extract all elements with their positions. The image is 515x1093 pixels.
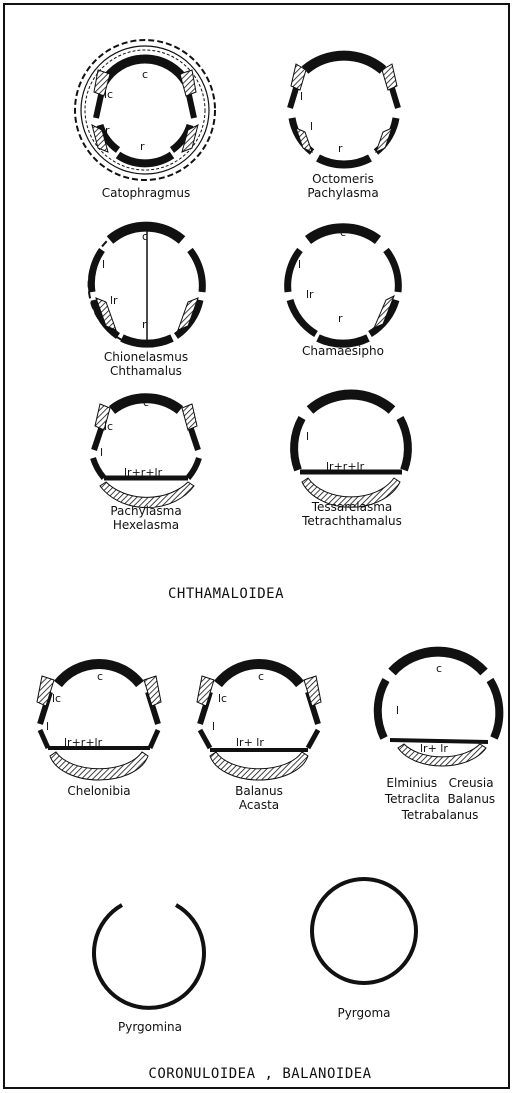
svg-text:l: l xyxy=(310,120,313,133)
plate-label-lr: lr xyxy=(102,124,110,137)
svg-text:lc: lc xyxy=(52,692,61,705)
diagram-tessarelasma: c l lr+r+lr xyxy=(294,386,408,507)
plate-label-c: c xyxy=(142,68,148,81)
figure-name: Balanus xyxy=(235,784,283,798)
svg-text:c: c xyxy=(258,670,264,683)
svg-text:lr+r+lr: lr+r+lr xyxy=(326,460,365,473)
svg-text:l: l xyxy=(306,430,309,443)
svg-text:c: c xyxy=(97,670,103,683)
svg-text:c: c xyxy=(143,396,149,409)
figure-name: Tetrabalanus xyxy=(402,808,479,822)
figure-name: Tessarelasma xyxy=(312,500,393,514)
figure-name: Chionelasmus xyxy=(104,350,188,364)
svg-text:c: c xyxy=(340,226,346,239)
plate-label-lr-r-lr: lr+r+lr xyxy=(124,466,163,479)
svg-text:l: l xyxy=(396,704,399,717)
svg-text:lr: lr xyxy=(110,294,118,307)
figure-name: Tetrachthamalus xyxy=(302,514,402,528)
svg-text:r: r xyxy=(142,318,147,331)
diagram-balanus: c lc l lr+ lr xyxy=(197,664,321,780)
svg-text:l: l xyxy=(298,258,301,271)
section-label-coronuloidea-balanoidea: CORONULOIDEA , BALANOIDEA xyxy=(148,1066,371,1082)
figure-name: Pyrgomina xyxy=(118,1020,182,1034)
svg-text:l: l xyxy=(212,720,215,733)
svg-text:lr: lr xyxy=(306,288,314,301)
figure-name: Pachylasma xyxy=(307,186,378,200)
plate-label-r: r xyxy=(338,142,343,155)
svg-text:lr+ lr: lr+ lr xyxy=(236,736,264,749)
diagram-pyrgomina xyxy=(94,905,204,1008)
diagram-chamaesipho: c l lr r xyxy=(288,226,399,344)
diagram-pyrgoma xyxy=(312,879,416,983)
diagram-pachylasma: c lc l lr+r+lr xyxy=(93,396,199,508)
figure-name: Acasta xyxy=(239,798,279,812)
section-label-chthamaloidea: CHTHAMALOIDEA xyxy=(168,586,284,602)
diagram-elminius: c l lr+ lr xyxy=(378,652,500,766)
diagram-octomeris: c l l r xyxy=(290,50,398,165)
svg-text:l: l xyxy=(300,90,303,103)
figure-name: Chthamalus xyxy=(110,364,182,378)
diagram-catophragmus: c lc l lr r xyxy=(75,40,215,180)
plate-label-c: c xyxy=(142,230,148,243)
svg-text:c: c xyxy=(436,662,442,675)
figure-name: Hexelasma xyxy=(113,518,179,532)
plate-label-lc: lc xyxy=(104,88,113,101)
figure-name: Chamaesipho xyxy=(302,344,384,358)
svg-text:c: c xyxy=(343,386,349,399)
figure-name: Catophragmus xyxy=(102,186,190,200)
diagram-chelonibia: c lc l lr+r+lr xyxy=(37,664,161,780)
svg-text:lc: lc xyxy=(218,692,227,705)
plate-label-r: r xyxy=(140,140,145,153)
figure-name: Chelonibia xyxy=(67,784,130,798)
diagram-chionelasmus: c l lr r xyxy=(89,225,203,345)
svg-text:l: l xyxy=(46,720,49,733)
plate-label-c: c xyxy=(340,50,346,63)
svg-text:l: l xyxy=(102,258,105,271)
svg-text:lc: lc xyxy=(104,420,113,433)
figure-name: Pyrgoma xyxy=(337,1006,390,1020)
plate-label-l: l xyxy=(96,108,99,121)
figure-name: Octomeris xyxy=(312,172,374,186)
figure-name: Tetraclita Balanus xyxy=(385,792,495,806)
svg-text:lr+r+lr: lr+r+lr xyxy=(64,736,103,749)
svg-text:l: l xyxy=(100,446,103,459)
svg-text:lr+ lr: lr+ lr xyxy=(420,742,448,755)
figure-name: Elminius Creusia xyxy=(386,776,493,790)
svg-text:r: r xyxy=(338,312,343,325)
figure-name: Pachylasma xyxy=(110,504,181,518)
